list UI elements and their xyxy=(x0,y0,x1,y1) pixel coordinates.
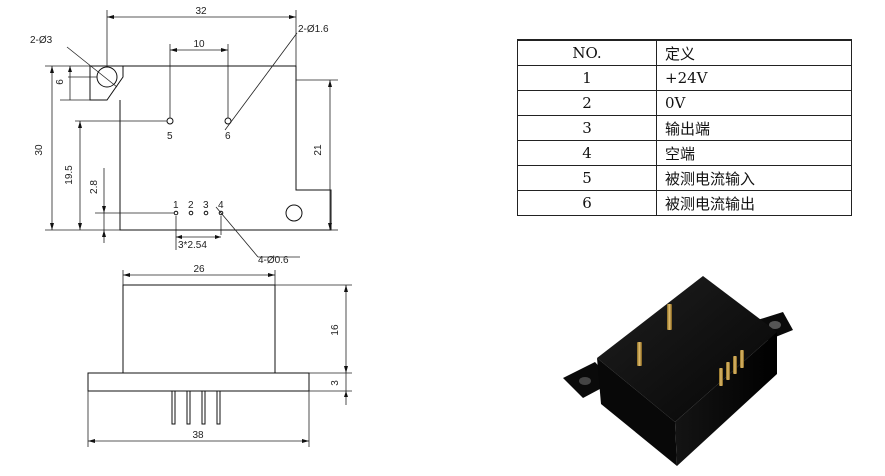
side-pin-2 xyxy=(186,390,191,425)
dim-hole-spacing: 10 xyxy=(193,39,205,50)
dim-height: 30 xyxy=(34,144,45,156)
mounting-hole-1 xyxy=(96,66,118,88)
row-number: 5 xyxy=(517,165,657,191)
side-view-flange xyxy=(87,372,310,392)
dim-hole-y: 19.5 xyxy=(64,165,75,185)
pin-hole-label: 2-Ø1.6 xyxy=(298,24,329,35)
pin-number-1: 1 xyxy=(173,200,179,211)
header-definition: 定义 xyxy=(656,39,852,66)
table-row: 3 输出端 xyxy=(517,115,852,141)
dim-body-height: 16 xyxy=(330,324,341,336)
product-photo xyxy=(563,276,793,466)
row-number: 2 xyxy=(517,90,657,116)
pin-number-2: 2 xyxy=(188,200,194,211)
table-row: 4 空端 xyxy=(517,140,852,166)
hole-number-6: 6 xyxy=(225,131,231,142)
side-view-body xyxy=(122,284,276,374)
pin-2 xyxy=(188,210,194,216)
dim-right-height: 21 xyxy=(313,144,324,156)
table-row: 5 被测电流输入 xyxy=(517,165,852,191)
table-row: 6 被测电流输出 xyxy=(517,190,852,216)
mounting-hole-2 xyxy=(285,204,303,222)
pin-number-3: 3 xyxy=(203,200,209,211)
side-pin-1 xyxy=(171,390,176,425)
pin-1 xyxy=(173,210,179,216)
pin-label: 4-Ø0.6 xyxy=(258,255,289,266)
dim-pitch: 3*2.54 xyxy=(178,240,207,251)
dim-pin-y: 2.8 xyxy=(89,180,100,194)
row-definition: 空端 xyxy=(656,140,852,166)
row-number: 1 xyxy=(517,65,657,91)
pin-definition-table: NO. 定义 1 +24V 2 0V 3 输出端 4 空端 5 被测电流输入 6… xyxy=(517,39,852,216)
row-number: 4 xyxy=(517,140,657,166)
table-row: 2 0V xyxy=(517,90,852,116)
dim-body-width: 26 xyxy=(193,264,205,275)
dim-flange-width: 38 xyxy=(192,430,204,441)
row-number: 3 xyxy=(517,115,657,141)
header-no: NO. xyxy=(517,39,657,66)
side-view: 26 16 3 38 xyxy=(87,264,352,447)
top-view-outline xyxy=(89,65,124,101)
pin-3 xyxy=(203,210,209,216)
row-definition: 0V xyxy=(656,90,852,116)
dim-flange-height: 3 xyxy=(330,380,341,386)
row-definition: 输出端 xyxy=(656,115,852,141)
row-definition: 被测电流输出 xyxy=(656,190,852,216)
row-number: 6 xyxy=(517,190,657,216)
hole-number-5: 5 xyxy=(167,131,173,142)
side-pin-4 xyxy=(216,390,221,425)
pin-4 xyxy=(218,210,224,216)
hole-label: 2-Ø3 xyxy=(30,35,53,46)
row-definition: +24V xyxy=(656,65,852,91)
pin-hole-5 xyxy=(166,117,174,125)
side-pin-3 xyxy=(201,390,206,425)
dim-width: 32 xyxy=(195,6,207,17)
row-definition: 被测电流输入 xyxy=(656,165,852,191)
photo-top-face xyxy=(597,276,777,422)
dim-hole-offset: 6 xyxy=(55,79,66,85)
table-header-row: NO. 定义 xyxy=(517,39,852,66)
top-view: 32 10 2-Ø3 2-Ø1.6 30 6 19.5 xyxy=(30,6,338,266)
pin-number-4: 4 xyxy=(218,200,224,211)
table-row: 1 +24V xyxy=(517,65,852,91)
